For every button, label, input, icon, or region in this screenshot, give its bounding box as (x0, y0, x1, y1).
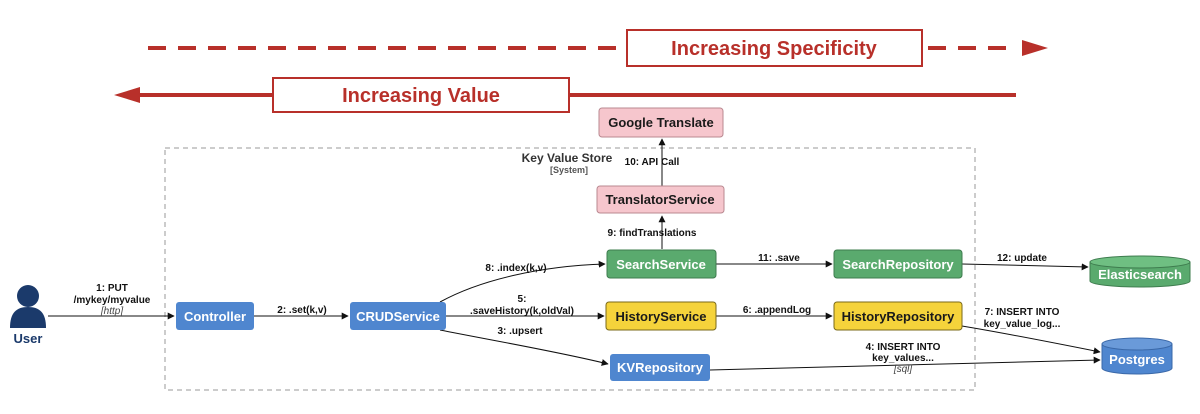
edge-7-label-line2: key_value_log... (984, 319, 1061, 330)
node-postgres[interactable]: Postgres (1101, 337, 1173, 375)
value-banner: Increasing Value (114, 77, 1016, 113)
edge-5-label-line1: 5: (518, 294, 527, 305)
google-translate-label: Google Translate (608, 115, 713, 130)
edge-12-label: 12: update (997, 253, 1047, 264)
edge-2-label: 2: .set(k,v) (277, 305, 326, 316)
edge-crud-kvrepo (439, 329, 609, 366)
controller-label: Controller (184, 309, 246, 324)
edge-1-label-line1: 1: PUT (96, 283, 128, 294)
node-controller[interactable]: Controller (176, 302, 254, 330)
node-search-service[interactable]: SearchService (606, 249, 717, 279)
edge-3-label: 3: .upsert (497, 326, 543, 337)
edge-1-protocol: [http] (100, 306, 123, 317)
elasticsearch-cylinder-icon (1089, 262, 1191, 288)
edge-4-label-line2: key_values... (872, 353, 934, 364)
elasticsearch-cylinder-top (1089, 255, 1191, 269)
system-title: Key Value Store (522, 151, 613, 165)
node-elasticsearch[interactable]: Elasticsearch (1089, 255, 1191, 288)
node-search-repository[interactable]: SearchRepository (833, 249, 963, 279)
edge-searchrepo-elasticsearch (961, 263, 1089, 271)
specificity-label-box (626, 29, 923, 67)
edge-8-label: 8: .index(k,v) (485, 263, 546, 274)
specificity-banner: Increasing Specificity (148, 29, 1048, 67)
edge-1-label-line2: /mykey/myvalue (74, 295, 151, 306)
edge-5-label-line2: .saveHistory(k,oldVal) (470, 306, 574, 317)
node-history-repository[interactable]: HistoryRepository (833, 301, 963, 331)
node-translator-service[interactable]: TranslatorService (596, 185, 725, 214)
search-service-label: SearchService (616, 257, 706, 272)
value-label-box (272, 77, 570, 113)
node-kv-repository[interactable]: KVRepository (610, 354, 710, 381)
postgres-cylinder-icon (1101, 344, 1173, 375)
translator-service-label: TranslatorService (605, 192, 714, 207)
edge-7-label-line1: 7: INSERT INTO (985, 307, 1060, 318)
user-body-icon (10, 307, 46, 328)
user-actor[interactable]: User (10, 285, 46, 346)
specificity-arrowhead-icon (1022, 40, 1048, 56)
value-label: Increasing Value (342, 85, 500, 107)
node-history-service[interactable]: HistoryService (605, 301, 717, 331)
history-repository-label: HistoryRepository (842, 309, 955, 324)
edge-6-label: 6: .appendLog (743, 305, 811, 316)
postgres-label: Postgres (1109, 352, 1165, 367)
edge-4-protocol: [sql] (893, 364, 913, 375)
history-service-label: HistoryService (615, 309, 706, 324)
node-crud-service[interactable]: CRUDService (350, 302, 446, 330)
edge-crud-search (439, 260, 606, 303)
crud-service-label: CRUDService (356, 309, 440, 324)
edge-11-label: 11: .save (758, 253, 800, 264)
edge-10-label: 10: API Call (625, 157, 680, 168)
specificity-label: Increasing Specificity (671, 38, 878, 60)
system-boundary (164, 147, 976, 391)
node-google-translate[interactable]: Google Translate (598, 107, 724, 138)
kv-repository-label: KVRepository (617, 360, 704, 375)
value-arrowhead-icon (114, 87, 140, 103)
system-subtitle: [System] (550, 165, 588, 175)
edge-9-label: 9: findTranslations (608, 228, 697, 239)
postgres-cylinder-top (1101, 337, 1173, 351)
search-repository-label: SearchRepository (842, 257, 954, 272)
edge-historyrepo-postgres (961, 325, 1101, 355)
elasticsearch-label: Elasticsearch (1098, 267, 1182, 282)
edge-4-label-line1: 4: INSERT INTO (866, 342, 941, 353)
user-label: User (14, 331, 43, 346)
user-head-icon (17, 285, 39, 307)
